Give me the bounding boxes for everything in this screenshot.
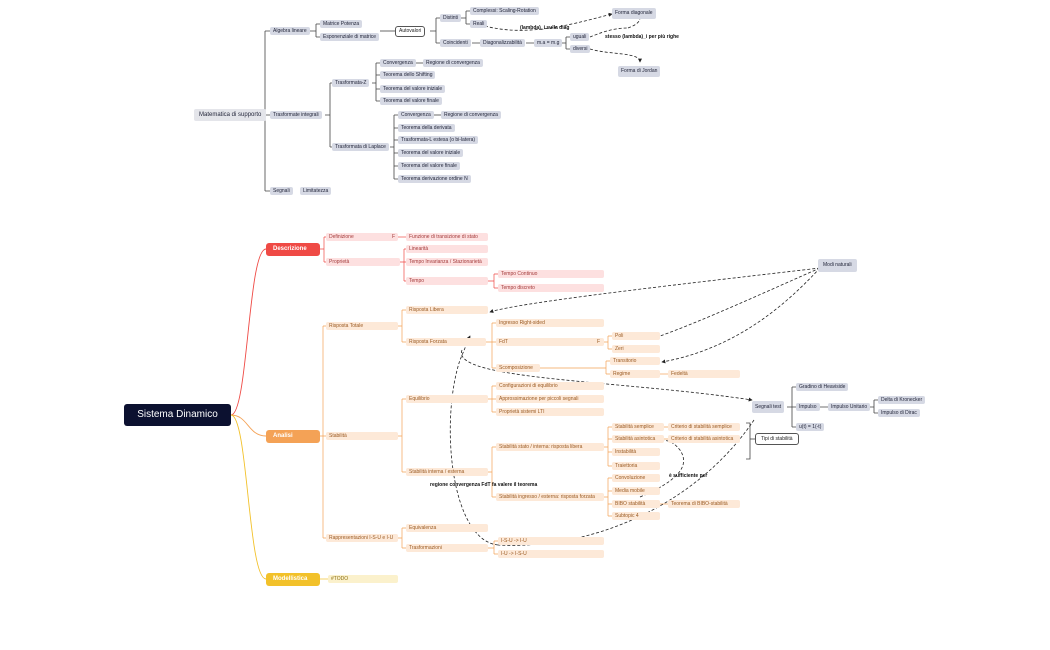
relation-regione-conv-fdt: regione convergenza FdT fa valere il teo… [430,482,538,488]
node-definizione[interactable]: Definizione [326,233,398,241]
node-iu-to-isu[interactable]: I-U -> I-S-U [498,550,604,558]
node-autovalori[interactable]: Autovalori [395,26,426,37]
node-subtopic-4[interactable]: Subtopic 4 [612,512,660,520]
node-forma-jordan[interactable]: Forma di Jordan [618,66,661,77]
node-tempo-invarianza[interactable]: Tempo Invarianza / Stazionarietà [406,258,488,266]
node-trasformata-laplace[interactable]: Trasformata di Laplace [332,143,389,151]
node-esponenziale-matrice[interactable]: Esponenziale di matrice [320,33,380,41]
node-distinti[interactable]: Distinti [440,14,462,22]
node-tempo-discreto[interactable]: Tempo discreto [498,284,604,292]
node-delta-kronecker[interactable]: Delta di Kronecker [878,396,926,404]
node-regione-convergenza-z[interactable]: Regione di convergenza [423,59,483,67]
node-teorema-shifting[interactable]: Teorema dello Shifting [380,71,436,79]
node-fedelta[interactable]: Fedeltà [668,370,740,378]
node-valore-finale-z[interactable]: Teorema del valore finale [380,97,442,105]
node-ingresso-right-sided[interactable]: Ingresso Right-sided [496,319,604,327]
node-ut[interactable]: u(t) = 1(-t) [796,423,825,431]
node-risposta-libera[interactable]: Risposta Libera [406,306,488,314]
node-diagonalizzabilita[interactable]: Diagonalizzabilità [480,39,525,47]
node-ma-mg[interactable]: m.a = m.g [534,39,563,47]
node-matrice-potenza[interactable]: Matrice Potenza [320,20,363,28]
node-teorema-bibo[interactable]: Teorema di BIBO-stabilità [668,500,740,508]
definizione-marker: F [392,234,396,240]
node-regione-convergenza-l[interactable]: Regione di convergenza [441,111,501,119]
relation-stesso-lambda: stesso (lambda)_i per più righe [605,34,679,40]
node-tipi-stabilita[interactable]: Tipi di stabilità [755,433,799,445]
node-impulso-dirac[interactable]: Impulso di Dirac [878,409,920,417]
node-equivalenza[interactable]: Equivalenza [406,524,488,532]
node-instabilita[interactable]: Instabilità [612,448,660,456]
node-convergenza-z[interactable]: Convergenza [380,59,416,67]
node-funzione-transizione[interactable]: Funzione di transizione di stato [406,233,488,241]
node-todo[interactable]: #TODO [328,575,398,583]
node-stabilita[interactable]: Stabilità [326,432,398,440]
node-risposta-totale[interactable]: Risposta Totale [326,322,398,330]
node-bibo-stabilita[interactable]: BIBO stabilità [612,500,660,508]
node-poli[interactable]: Poli [612,332,660,340]
node-rappresentazioni[interactable]: Rappresentazioni I-S-U e I-U [326,534,398,542]
node-trasformazioni[interactable]: Trasformazioni [406,544,488,552]
node-tempo-continuo[interactable]: Tempo Continuo [498,270,604,278]
node-limitatezza[interactable]: Limitatezza [300,187,332,195]
node-isu-to-iu[interactable]: I-S-U -> I-U [498,537,604,545]
fdt-marker: F [597,339,601,345]
node-reali[interactable]: Reali [470,20,488,28]
node-proprieta-lti[interactable]: Proprietà sistemi LTI [496,408,604,416]
relation-lambda-diag: (lambda)_i sulla diag [520,25,570,31]
node-transitorio[interactable]: Transitorio [610,357,660,365]
branch-modellistica[interactable]: Modellistica [266,573,320,586]
node-valore-iniziale-z[interactable]: Teorema del valore iniziale [380,85,446,93]
node-diversi[interactable]: diversi [570,45,591,53]
node-scomposizione[interactable]: Scomposizione [496,364,540,372]
node-trasformate-integrali[interactable]: Trasformate integrali [270,111,322,119]
node-impulso[interactable]: Impulso [796,403,820,411]
node-risposta-forzata[interactable]: Risposta Forzata [406,338,486,346]
node-configurazioni-equilibrio[interactable]: Configurazioni di equilibrio [496,382,604,390]
node-trasformata-bilatera[interactable]: Trasformata-L estesa (o bi-latera) [398,136,479,144]
node-traiettoria[interactable]: Traiettoria [612,462,660,470]
node-stabilita-semplice[interactable]: Stabilità semplice [612,423,664,431]
node-teorema-derivata[interactable]: Teorema della derivata [398,124,455,132]
node-fdt[interactable]: FdT [496,338,604,346]
node-approssimazione[interactable]: Approssimazione per piccoli segnali [496,395,604,403]
node-derivazione-ordine-n[interactable]: Teorema derivazione ordine N [398,175,471,183]
node-convoluzione[interactable]: Convoluzione [612,474,660,482]
node-regime[interactable]: Regime [610,370,660,378]
branch-analisi[interactable]: Analisi [266,430,320,443]
node-impulso-unitario[interactable]: Impulso Unitario [828,403,871,411]
node-coincidenti[interactable]: Coincidenti [440,39,471,47]
node-convergenza-l[interactable]: Convergenza [398,111,434,119]
node-media-mobile[interactable]: Media mobile [612,487,660,495]
root-sistema-dinamico[interactable]: Sistema Dinamico [124,404,231,426]
node-valore-finale-l[interactable]: Teorema del valore finale [398,162,460,170]
node-stabilita-stato[interactable]: Stabilità stato / interna: risposta libe… [496,443,604,451]
node-segnali-test[interactable]: Segnali test [752,401,785,413]
node-criterio-semplice[interactable]: Criterio di stabilità semplice [668,423,740,431]
relation-e-sufficiente: è sufficiente per [669,473,708,479]
node-criterio-asintotica[interactable]: Criterio di stabilità asintotica [668,435,740,443]
node-valore-iniziale-l[interactable]: Teorema del valore iniziale [398,149,464,157]
node-uguali[interactable]: uguali [570,33,590,41]
node-proprieta[interactable]: Proprietà [326,258,400,266]
node-stabilita-asintotica[interactable]: Stabilità asintotica [612,435,664,443]
node-gradino-heaviside[interactable]: Gradino di Heaviside [796,383,849,391]
node-zeri[interactable]: Zeri [612,345,660,353]
node-stabilita-interna-esterna[interactable]: Stabilità interna / esterna [406,468,488,476]
node-trasformata-z[interactable]: Trasformata-Z [332,79,370,87]
support-root[interactable]: Matematica di supporto [194,109,267,121]
node-complessi[interactable]: Complessi: Scaling-Rotation [470,7,539,15]
node-algebra-lineare[interactable]: Algebra lineare [270,27,310,35]
node-modi-naturali[interactable]: Modi naturali [818,259,857,272]
node-stabilita-ingresso[interactable]: Stabilità ingresso / esterna: risposta f… [496,493,604,501]
node-linearita[interactable]: Linearità [406,245,488,253]
node-forma-diagonale[interactable]: Forma diagonale [612,8,656,19]
branch-descrizione[interactable]: Descrizione [266,243,320,256]
node-equilibrio[interactable]: Equilibrio [406,395,488,403]
node-tempo[interactable]: Tempo [406,277,488,285]
node-segnali[interactable]: Segnali [270,187,293,195]
